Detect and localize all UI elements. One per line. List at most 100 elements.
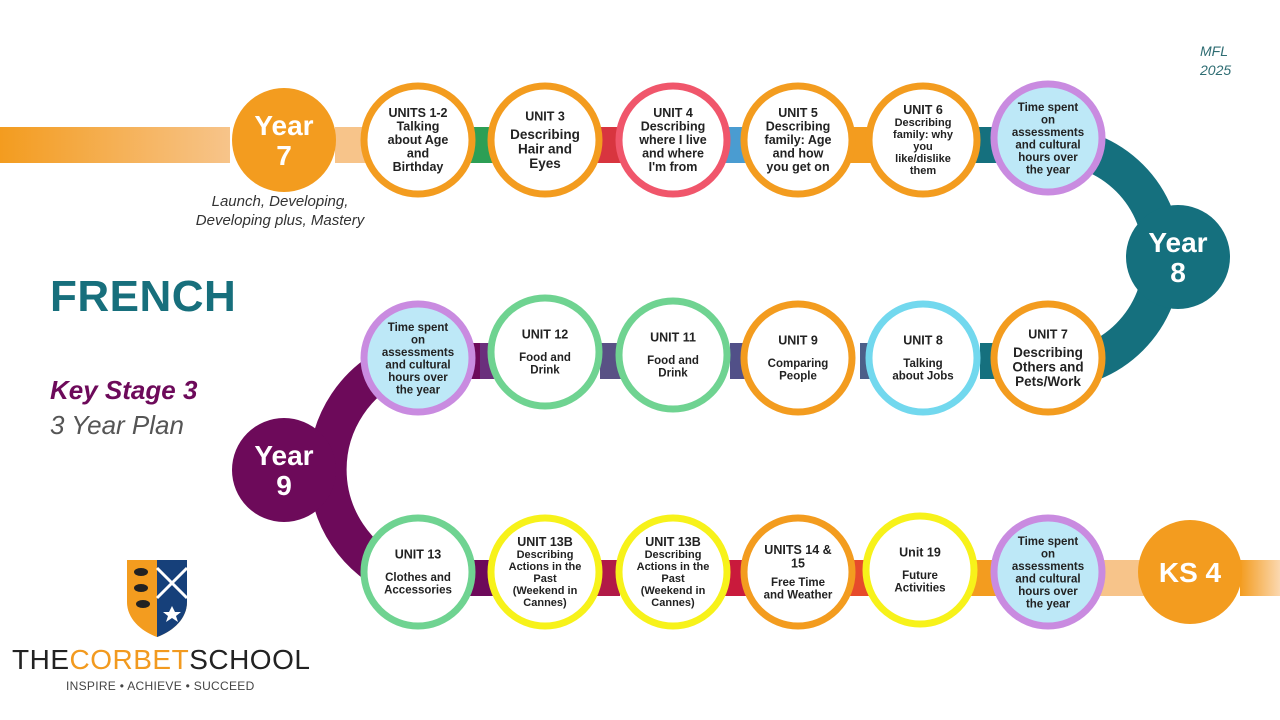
unit-body-line: Food and xyxy=(647,355,699,367)
unit-ring xyxy=(990,80,1106,196)
unit-ring xyxy=(360,514,476,630)
subject-tag: MFL 2025 xyxy=(1200,42,1231,80)
year-marker-ks4: KS 4 xyxy=(1138,520,1242,624)
unit-body-line: Others and xyxy=(1012,359,1083,374)
unit-body-line: Describing xyxy=(895,117,952,129)
unit-ring xyxy=(615,82,731,198)
unit-body-line: (Weekend in xyxy=(513,585,578,597)
unit-ring xyxy=(740,82,856,198)
unit-body-line: you xyxy=(913,141,933,153)
unit-body-line: the year xyxy=(1026,164,1071,176)
unit-ring xyxy=(990,514,1106,630)
unit-body-line: on xyxy=(411,334,425,346)
unit-heading: UNIT 7 xyxy=(1028,327,1068,341)
unit-body-line: about Jobs xyxy=(892,371,953,383)
unit-body-line: hours over xyxy=(1018,152,1078,164)
unit-heading: 15 xyxy=(791,556,805,570)
year-label: Year xyxy=(254,110,313,141)
year-circle xyxy=(1138,520,1242,624)
unit-body-line: the year xyxy=(1026,598,1071,610)
unit-body-line: Food and xyxy=(519,352,571,364)
year-label: KS 4 xyxy=(1159,557,1222,588)
unit-body-line: Describing xyxy=(766,120,831,134)
unit-body-line: assessments xyxy=(382,347,454,359)
unit-body-line: Activities xyxy=(894,583,945,595)
unit-body-line: Comparing xyxy=(768,358,829,370)
unit-body-line: Time spent xyxy=(1018,102,1079,114)
unit-body-line: and how xyxy=(773,147,824,161)
unit-body-line: Time spent xyxy=(1018,536,1079,548)
unit-heading: UNIT 6 xyxy=(903,103,943,117)
unit-ring xyxy=(740,514,856,630)
unit-body-line: Cannes) xyxy=(651,597,695,609)
unit-ring xyxy=(487,294,603,410)
school-name: THECORBETSCHOOL xyxy=(12,644,310,676)
unit-ring xyxy=(615,514,731,630)
unit-body-line: People xyxy=(779,371,817,383)
school-crest-icon xyxy=(127,560,189,637)
unit-body-line: where I live xyxy=(638,133,706,147)
school-name-left: THE xyxy=(12,644,70,675)
unit-body-line: and cultural xyxy=(1015,573,1080,585)
unit-ring xyxy=(360,300,476,416)
unit-ring xyxy=(990,300,1106,416)
unit-body-line: Clothes and xyxy=(385,572,451,584)
unit-ring xyxy=(862,512,978,628)
unit-body-line: Describing xyxy=(510,127,580,142)
unit-heading: UNIT 4 xyxy=(653,106,693,120)
unit-body-line: Talking xyxy=(397,120,440,134)
unit-body-line: Free Time xyxy=(771,577,825,589)
unit-ring xyxy=(615,297,731,413)
unit-body-line: assessments xyxy=(1012,127,1084,139)
unit-body-line: (Weekend in xyxy=(641,585,706,597)
subject-tag-year: 2025 xyxy=(1200,62,1232,78)
unit-body-line: like/dislike xyxy=(895,153,951,165)
unit-heading: UNIT 3 xyxy=(525,109,565,123)
unit-body-line: hours over xyxy=(388,372,448,384)
unit-body-line: the year xyxy=(396,384,441,396)
unit-ring xyxy=(865,82,981,198)
unit-heading: UNIT 13B xyxy=(645,535,701,549)
year-label: 8 xyxy=(1170,257,1186,288)
unit-heading: UNIT 5 xyxy=(778,106,818,120)
unit-heading: UNIT 11 xyxy=(650,331,696,345)
unit-body-line: Past xyxy=(661,573,685,585)
year-circle xyxy=(232,88,336,192)
unit-body-line: Describing xyxy=(517,549,574,561)
school-name-right: SCHOOL xyxy=(189,644,311,675)
unit-body-line: Eyes xyxy=(529,156,561,171)
unit-ring xyxy=(487,514,603,630)
unit-body-line: assessments xyxy=(1012,561,1084,573)
note-line-2: Developing plus, Mastery xyxy=(195,212,365,229)
note-line-1: Launch, Developing, xyxy=(211,193,349,210)
unit-body-line: and Weather xyxy=(764,589,833,601)
year-label: Year xyxy=(254,440,313,471)
unit-body-line: you get on xyxy=(766,160,829,174)
unit-heading: UNIT 8 xyxy=(903,334,943,348)
unit-body-line: Accessories xyxy=(384,585,452,597)
year7-pathways-note: Launch, Developing, Developing plus, Mas… xyxy=(180,192,380,230)
unit-body-line: and cultural xyxy=(385,359,450,371)
unit-heading: UNIT 12 xyxy=(522,328,569,342)
unit-body-line: hours over xyxy=(1018,586,1078,598)
unit-body-line: family: why xyxy=(893,129,954,141)
unit-body-line: family: Age xyxy=(765,133,832,147)
year-circle xyxy=(1126,205,1230,309)
unit-body-line: I'm from xyxy=(649,160,698,174)
unit-ring xyxy=(360,82,476,198)
